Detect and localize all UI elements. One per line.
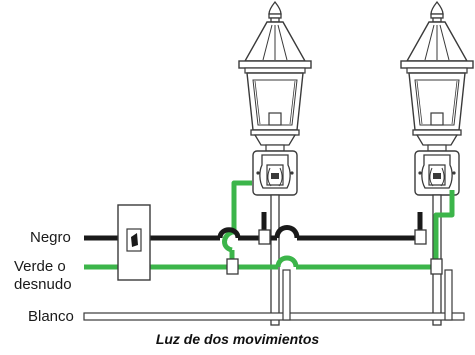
label-black: Negro [30, 229, 71, 246]
wire-connectors [226, 229, 443, 275]
label-white: Blanco [28, 308, 74, 325]
white-wire [83, 269, 465, 321]
diagram-caption: Luz de dos movimientos [155, 331, 320, 347]
lantern-left [238, 1, 312, 326]
label-green-2: desnudo [14, 276, 72, 293]
toggle-switch-icon [117, 204, 151, 281]
label-green: Verde o [14, 258, 66, 275]
lantern-right [400, 1, 474, 326]
